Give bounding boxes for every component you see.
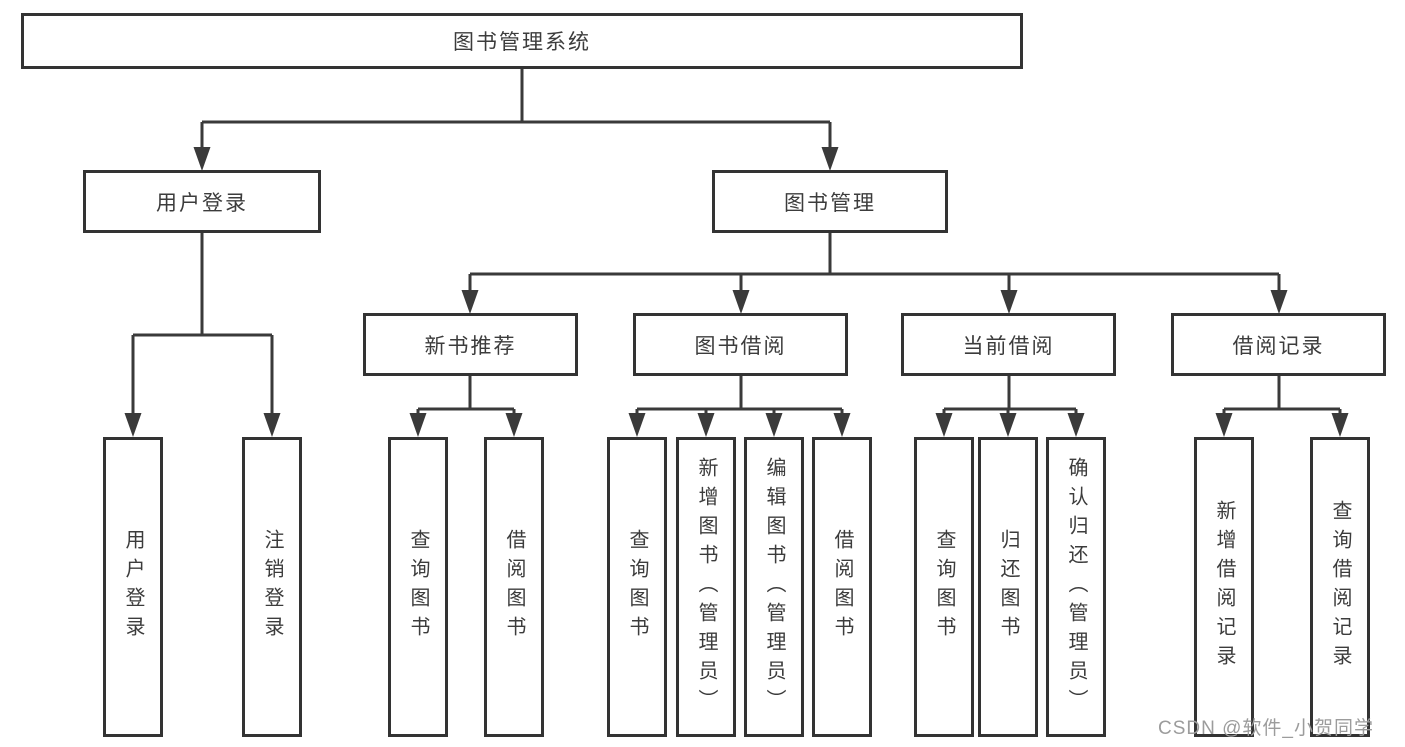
node-label: 查询图书 bbox=[626, 529, 648, 645]
node-label: 借阅图书 bbox=[503, 529, 525, 645]
node-label: 用户登录 bbox=[122, 529, 144, 645]
leaf-return-books: 归还图书 bbox=[978, 437, 1038, 737]
leaf-logout-login: 注销登录 bbox=[242, 437, 302, 737]
arrowheads bbox=[124, 147, 1349, 437]
node-label: 注销登录 bbox=[261, 529, 283, 645]
node-label: 确认归还（管理员） bbox=[1065, 456, 1087, 718]
node-label: 新书推荐 bbox=[424, 334, 517, 358]
node-borrowing-records: 借阅记录 bbox=[1171, 313, 1386, 376]
leaf-edit-books-admin: 编辑图书（管理员） bbox=[744, 437, 804, 737]
node-label: 查询借阅记录 bbox=[1329, 500, 1351, 674]
node-label: 新增借阅记录 bbox=[1213, 500, 1235, 674]
leaf-add-borrow-record: 新增借阅记录 bbox=[1194, 437, 1254, 737]
leaf-query-books-current: 查询图书 bbox=[914, 437, 974, 737]
node-label: 借阅图书 bbox=[831, 529, 853, 645]
node-label: 当前借阅 bbox=[962, 334, 1055, 358]
node-label: 图书借阅 bbox=[694, 334, 787, 358]
node-label: 查询图书 bbox=[933, 529, 955, 645]
node-label: 编辑图书（管理员） bbox=[763, 456, 785, 718]
node-label: 新增图书（管理员） bbox=[695, 456, 717, 718]
leaf-query-borrow-record: 查询借阅记录 bbox=[1310, 437, 1370, 737]
node-label: 用户登录 bbox=[156, 191, 248, 215]
leaf-user-login: 用户登录 bbox=[103, 437, 163, 737]
node-book-borrowing: 图书借阅 bbox=[633, 313, 848, 376]
leaf-borrow-books: 借阅图书 bbox=[812, 437, 872, 737]
node-label: 图书管理 bbox=[784, 191, 876, 215]
node-current-borrowing: 当前借阅 bbox=[901, 313, 1116, 376]
leaf-query-books-recommend: 查询图书 bbox=[388, 437, 448, 737]
edge-lines bbox=[131, 69, 1342, 431]
csdn-watermark: CSDN @软件_小贺同学 bbox=[1158, 718, 1374, 739]
leaf-add-books-admin: 新增图书（管理员） bbox=[676, 437, 736, 737]
node-new-book-recommendation: 新书推荐 bbox=[363, 313, 578, 376]
leaf-confirm-return-admin: 确认归还（管理员） bbox=[1046, 437, 1106, 737]
node-user-login: 用户登录 bbox=[83, 170, 321, 233]
leaf-query-books-borrowing: 查询图书 bbox=[607, 437, 667, 737]
node-book-management: 图书管理 bbox=[712, 170, 948, 233]
node-library-management-system: 图书管理系统 bbox=[21, 13, 1023, 69]
leaf-borrow-books-recommend: 借阅图书 bbox=[484, 437, 544, 737]
node-label: 借阅记录 bbox=[1232, 334, 1325, 358]
node-label: 图书管理系统 bbox=[453, 31, 591, 54]
node-label: 查询图书 bbox=[407, 529, 429, 645]
node-label: 归还图书 bbox=[997, 529, 1019, 645]
